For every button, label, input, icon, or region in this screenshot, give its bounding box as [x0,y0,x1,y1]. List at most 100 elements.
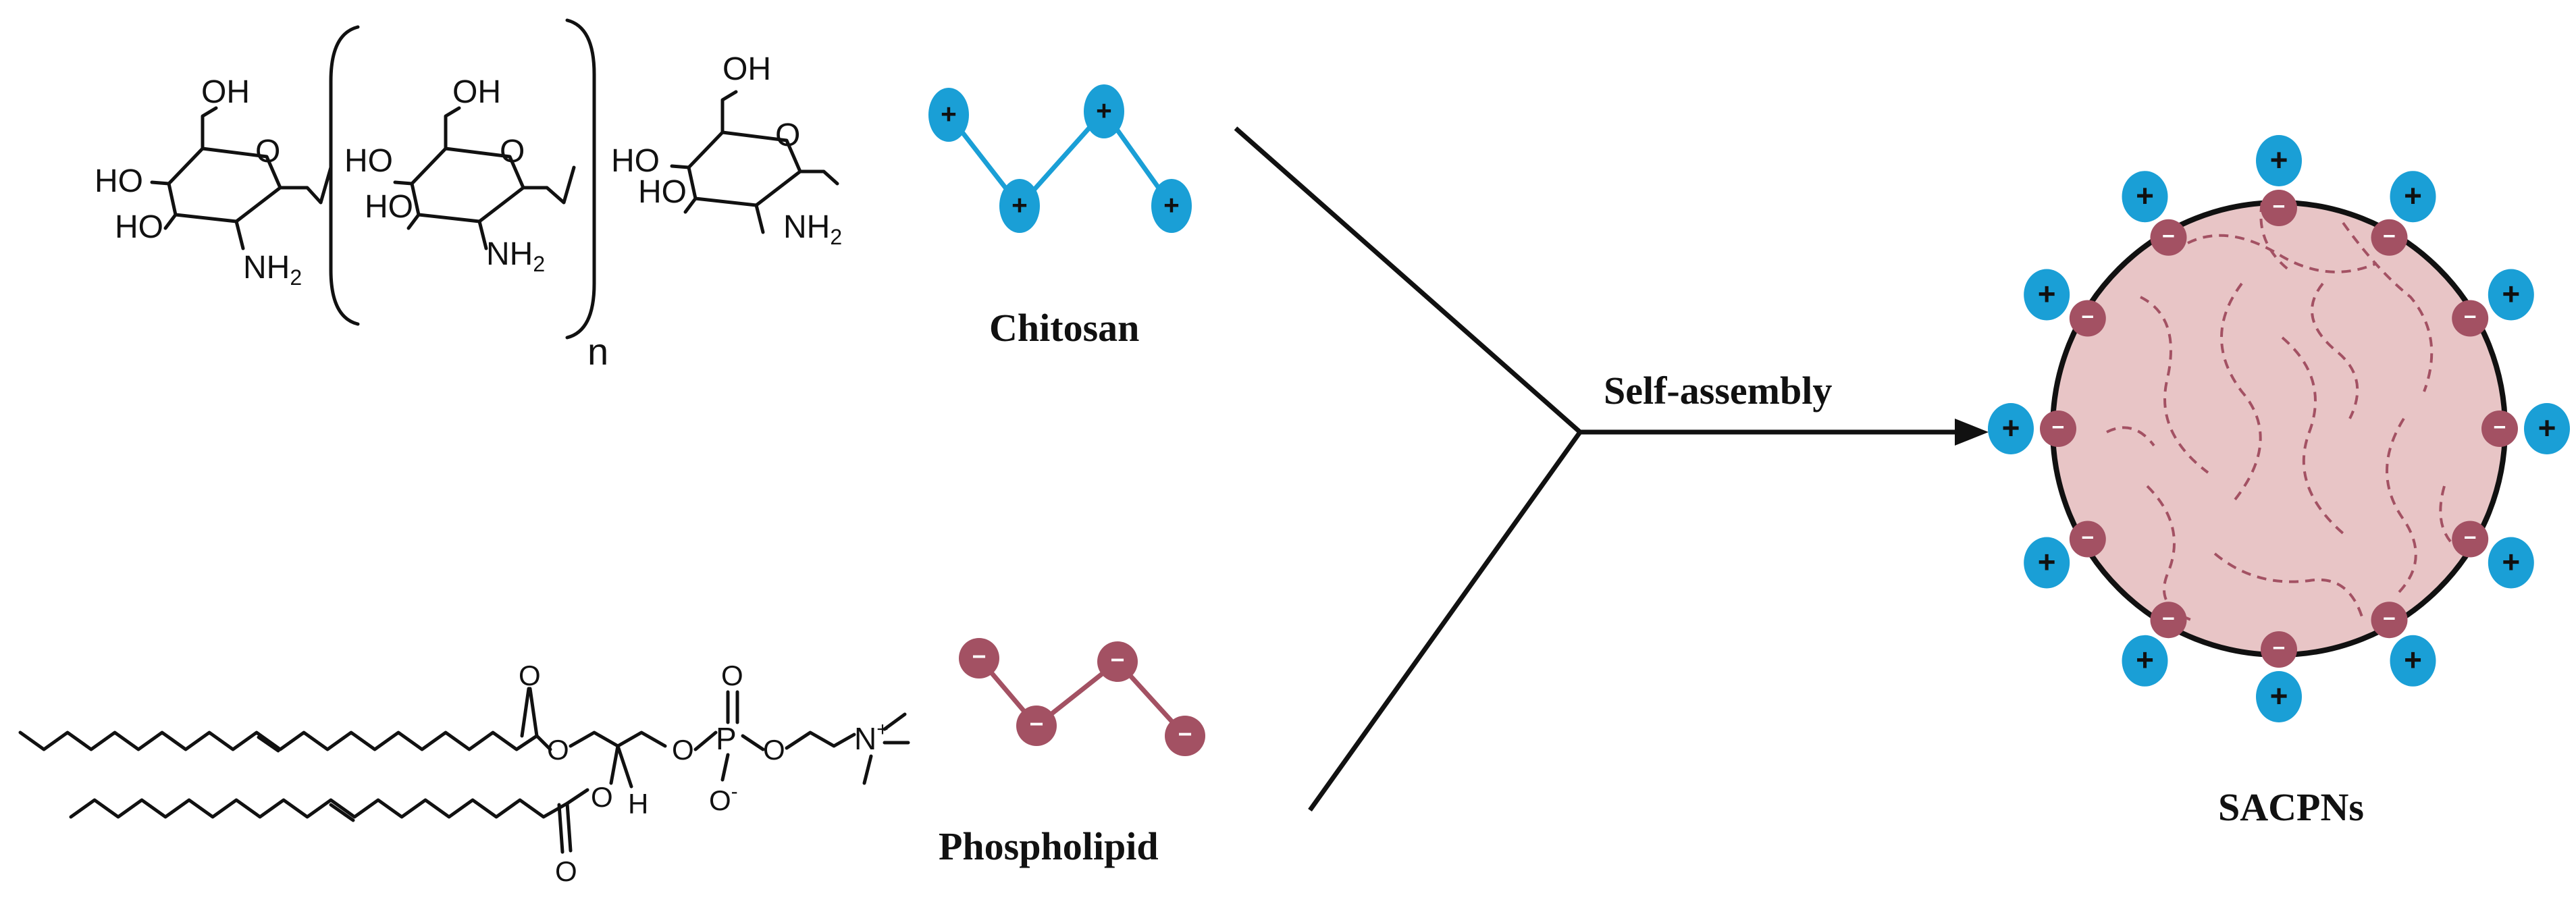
glycerol-backbone [569,730,667,748]
svg-text:+: + [2502,544,2520,579]
surface-negative-charge: − [2069,521,2106,558]
svg-text:−: − [2162,606,2175,631]
glucosamine-ring-right: OH HO HO O NH2 [611,51,842,249]
particle-core [2050,200,2508,658]
ho-label: HO [95,163,143,199]
svg-text:+: + [2270,678,2288,713]
svg-text:+: + [2404,178,2422,213]
phospholipid-structure: O O H O O P O O- O N+ O [18,660,910,887]
carbonyl-oxygen-label: O [555,855,577,887]
phosphoryl-oxygen-label: O [721,660,743,691]
ho-label: HO [115,209,163,245]
positive-bead: + [928,88,969,142]
svg-text:−: − [2081,304,2094,329]
surface-negative-charge: − [2261,190,2297,226]
negative-bead: − [1165,716,1205,756]
svg-text:+: + [941,99,957,130]
glucosamine-ring-middle: OH HO HO O NH2 [344,74,576,276]
lower-converging-line [1308,430,1582,812]
stereo-h-label: H [628,788,648,820]
surface-positive-charge: + [2122,171,2168,223]
self-assembly-label: Self-assembly [1604,369,1832,413]
svg-text:+: + [2136,642,2154,677]
surface-positive-charge: + [2122,635,2168,687]
surface-positive-charge: + [2524,403,2570,454]
svg-text:−: − [2464,525,2477,550]
surface-positive-charge: + [2024,269,2070,321]
positive-bead: + [1151,179,1192,233]
ho-label: HO [611,143,660,179]
ester-oxygen-label: O [547,734,569,766]
svg-text:+: + [2038,276,2056,311]
svg-text:−: − [2273,194,2286,219]
positive-bead: + [999,179,1040,233]
negative-bead: − [1097,641,1138,682]
surface-negative-charge: − [2452,521,2489,558]
nh2-label: NH2 [486,236,545,276]
sacpn-nanoparticle: −+−+−+−+−+−+−+−+−+−+−+−+ [1988,135,2570,722]
positive-bead: + [1084,84,1124,138]
svg-text:−: − [1178,720,1192,748]
svg-text:+: + [2404,642,2422,677]
svg-text:+: + [2136,178,2154,213]
phosphorus-label: P [716,721,737,756]
svg-text:−: − [1029,710,1043,738]
svg-text:+: + [2038,544,2056,579]
ring-oxygen-label: O [500,134,525,169]
surface-negative-charge: − [2040,410,2076,447]
negative-bead: − [959,638,999,679]
svg-text:−: − [2494,415,2506,440]
oh-label: OH [722,51,771,87]
surface-positive-charge: + [2256,135,2302,186]
svg-text:−: − [2464,304,2477,329]
ho-label: HO [344,143,393,179]
surface-positive-charge: + [2488,537,2534,589]
svg-text:−: − [1110,646,1124,674]
glucosamine-ring-left: OH HO HO O NH2 [95,74,333,290]
svg-text:+: + [2538,410,2556,445]
surface-negative-charge: − [2150,602,2187,639]
surface-positive-charge: + [1988,403,2034,454]
surface-negative-charge: − [2371,602,2408,639]
right-bracket [565,18,596,340]
ho-label: HO [638,174,687,210]
carbonyl-oxygen-label: O [519,660,541,691]
negative-bead: − [1016,706,1057,746]
svg-text:+: + [2270,142,2288,177]
surface-negative-charge: − [2452,300,2489,337]
ho-label: HO [365,189,413,225]
phospholipid-label: Phospholipid [939,824,1159,868]
ring-oxygen-label: O [775,117,800,153]
chitosan-chain-schematic: + + + + [928,84,1192,233]
self-assembly-arrow: Self-assembly [1234,126,1989,812]
nitrogen-label: N+ [854,718,889,756]
surface-negative-charge: − [2371,219,2408,256]
surface-negative-charge: − [2069,300,2106,337]
surface-negative-charge: − [2481,410,2518,447]
left-bracket [329,25,360,326]
svg-text:−: − [2052,415,2065,440]
phospholipid-chain-schematic: − − − − [959,638,1205,756]
lower-fatty-chain [69,788,589,819]
oh-label: OH [201,74,250,110]
phosphate-oxygen-label: O [672,734,694,766]
svg-text:−: − [2162,223,2175,248]
svg-text:+: + [1163,190,1180,221]
surface-positive-charge: + [2390,171,2436,223]
svg-text:+: + [1096,95,1112,126]
nh2-label: NH2 [243,250,302,290]
surface-positive-charge: + [2390,635,2436,687]
svg-text:+: + [2502,276,2520,311]
nh2-label: NH2 [783,209,842,249]
surface-positive-charge: + [2256,671,2302,722]
svg-text:−: − [2383,223,2396,248]
oh-label: OH [452,74,501,110]
svg-text:+: + [1011,190,1028,221]
svg-text:+: + [2002,410,2020,445]
sacpns-label: SACPNs [2218,785,2364,829]
choline-chain [785,730,856,750]
surface-positive-charge: + [2488,269,2534,321]
svg-text:−: − [2273,636,2286,660]
svg-text:−: − [972,643,986,670]
